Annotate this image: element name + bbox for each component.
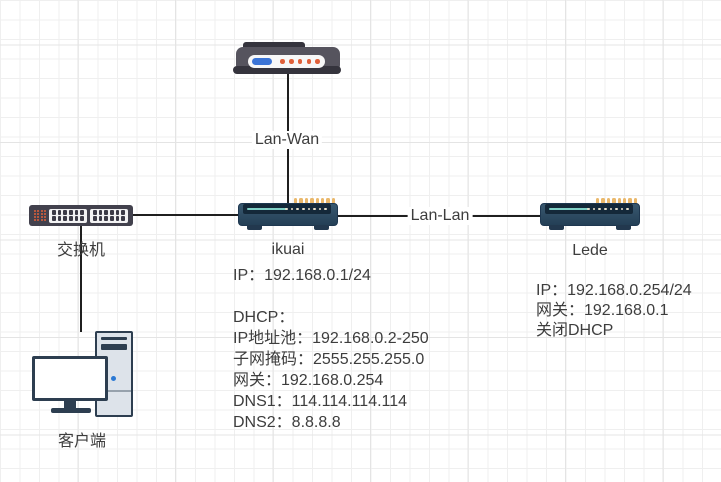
- config-line: 关闭DHCP: [536, 322, 614, 339]
- modem-top-panel: [243, 42, 305, 49]
- edge-label-lan-wan[interactable]: Lan-Wan: [251, 131, 323, 149]
- config-line: 网关：192.168.0.254: [233, 372, 384, 389]
- label-switch: 交换机: [56, 242, 105, 259]
- modem-base: [233, 66, 341, 74]
- router-top-ports-icon: [596, 198, 638, 204]
- monitor-base: [51, 408, 91, 413]
- monitor-stand: [64, 400, 76, 409]
- router-front-panel: [243, 204, 331, 214]
- config-line: DNS1：114.114.114.114: [233, 393, 408, 410]
- edge-switch-client[interactable]: [80, 226, 82, 332]
- tower-divider: [97, 390, 131, 392]
- router-top-ports-icon: [294, 198, 336, 204]
- router-vent-icon: [549, 207, 589, 211]
- router-vent-icon: [247, 207, 287, 211]
- modem-status-panel: [248, 55, 325, 68]
- config-line: [233, 286, 429, 307]
- edge-switch-ikuai[interactable]: [133, 214, 238, 216]
- config-line: DNS2：8.8.8.8: [233, 414, 341, 431]
- tower-drive-bay-icon: [101, 344, 127, 350]
- label-ikuai: ikuai: [271, 241, 305, 258]
- power-led-icon: [111, 376, 116, 381]
- router-foot: [616, 225, 631, 230]
- config-line: 网关：192.168.0.1: [536, 302, 669, 319]
- config-line: IP地址池：192.168.0.2-250: [233, 330, 429, 347]
- router-foot: [549, 225, 564, 230]
- switch-port-panel-icon: [90, 208, 128, 223]
- config-line: 子网掩码：2555.255.255.0: [233, 351, 425, 368]
- switch-led-grid-icon: [33, 209, 47, 222]
- edge-label-lan-lan[interactable]: Lan-Lan: [407, 207, 473, 225]
- router-leds-icon: [587, 207, 629, 211]
- router-leds-icon: [285, 207, 327, 211]
- tower-vent-icon: [101, 337, 127, 340]
- config-line: IP：192.168.0.254/24: [536, 282, 692, 299]
- ikuai-config-text: IP：192.168.0.1/24 DHCP： IP地址池：192.168.0.…: [233, 265, 429, 433]
- modem-icon[interactable]: [233, 42, 341, 74]
- config-line: IP：192.168.0.1/24: [233, 267, 371, 284]
- client-pc-icon[interactable]: [30, 331, 134, 419]
- switch-port-panel-icon: [49, 208, 87, 223]
- power-led-icon: [252, 58, 272, 65]
- router-front-panel: [545, 204, 633, 214]
- config-line: DHCP：: [233, 309, 295, 326]
- label-lede: Lede: [572, 242, 608, 259]
- router-foot: [314, 225, 329, 230]
- status-leds-icon: [280, 59, 320, 64]
- router-foot: [247, 225, 262, 230]
- label-client: 客户端: [57, 433, 106, 450]
- router-icon-lede[interactable]: [540, 198, 640, 231]
- pc-monitor: [32, 356, 108, 401]
- switch-icon[interactable]: [29, 205, 133, 226]
- router-icon-ikuai[interactable]: [238, 198, 338, 231]
- lede-config-text: IP：192.168.0.254/24 网关：192.168.0.1 关闭DHC…: [536, 281, 692, 341]
